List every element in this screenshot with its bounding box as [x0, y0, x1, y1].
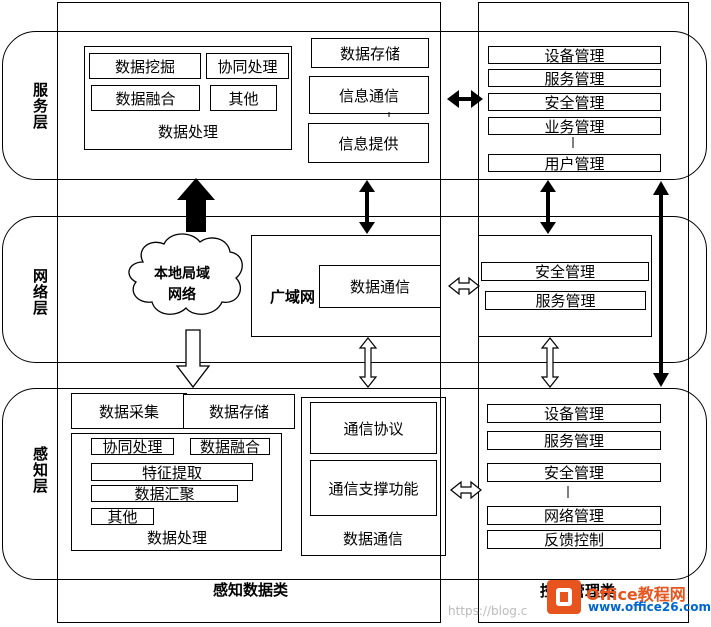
- hollow-double-arrow-horizontal-perception: [450, 480, 482, 500]
- wan-label: 广域网: [270, 288, 316, 306]
- perception-data-fusion-box: 数据融合: [190, 438, 270, 456]
- thick-up-arrow: [177, 178, 215, 232]
- service-layer-label: 服务层: [31, 82, 49, 130]
- network-data-comm-box: 数据通信: [319, 265, 441, 308]
- perception-mgmt-item-0: 设备管理: [487, 404, 661, 423]
- perception-comm-group: [301, 397, 446, 556]
- perception-data-processing-group: [71, 433, 282, 551]
- perception-layer-label: 感知层: [31, 446, 49, 494]
- service-mgmt-item-0: 设备管理: [488, 46, 661, 65]
- hollow-double-arrow-horizontal-network: [448, 276, 480, 296]
- double-arrow-service-network-right: [540, 180, 556, 234]
- perception-data-column-label: 感知数据类: [213, 581, 289, 599]
- hollow-double-arrow-network-perception-right: [540, 337, 560, 388]
- info-comm-box: 信息通信: [309, 76, 429, 114]
- data-mining-box: 数据挖掘: [89, 53, 201, 79]
- perception-mgmt-item-4: 反馈控制: [487, 530, 661, 549]
- local-network-label-line1: 本地局域网络: [153, 264, 211, 306]
- data-storage-box: 数据存储: [311, 38, 429, 68]
- service-layer-band: [2, 31, 707, 180]
- long-double-arrow-right: [653, 181, 669, 387]
- perception-data-comm-label: 数据通信: [343, 530, 404, 548]
- info-provide-box: 信息提供: [308, 123, 429, 163]
- feature-extract-box: 特征提取: [91, 463, 253, 482]
- comm-protocol-box: 通信协议: [310, 402, 437, 454]
- data-processing-label: 数据处理: [158, 123, 219, 141]
- double-arrow-horizontal-service: [447, 90, 483, 108]
- local-network-label: 本地局域网络: [154, 266, 210, 303]
- perception-other-box: 其他: [91, 508, 154, 526]
- hollow-double-arrow-network-perception-left: [358, 337, 378, 388]
- service-mgmt-item-4: 用户管理: [488, 154, 661, 173]
- perception-mgmt-item-2: 安全管理: [487, 463, 661, 482]
- service-mgmt-item-3: 业务管理: [488, 117, 661, 136]
- service-mgmt-item-2: 安全管理: [488, 93, 661, 112]
- watermark-url: www.office26.com: [588, 600, 711, 614]
- data-aggregate-box: 数据汇聚: [91, 485, 238, 503]
- perception-mgmt-item-3: 网络管理: [487, 506, 661, 525]
- watermark-blog: https://blog.c: [448, 604, 528, 618]
- office-logo-icon: [547, 580, 581, 614]
- network-mgmt-item-0: 安全管理: [481, 262, 649, 281]
- network-mgmt-item-1: 服务管理: [485, 291, 646, 310]
- network-layer-label: 网络层: [31, 268, 49, 316]
- perception-collab-process-box: 协同处理: [91, 438, 174, 456]
- double-arrow-service-network-left: [359, 180, 375, 234]
- perception-data-processing-label: 数据处理: [147, 529, 208, 547]
- watermark-brand: Office教程网: [586, 585, 686, 604]
- service-data-processing-group: [84, 46, 292, 150]
- other-box: 其他: [210, 85, 277, 111]
- perception-layer-band: [2, 388, 707, 580]
- hollow-down-arrow: [175, 329, 211, 389]
- data-fusion-box: 数据融合: [91, 85, 200, 111]
- local-network-cloud: [128, 233, 243, 315]
- collab-process-box: 协同处理: [206, 53, 289, 79]
- perception-mgmt-item-1: 服务管理: [487, 431, 661, 450]
- network-layer-band: [2, 216, 707, 363]
- perception-data-storage-box: 数据存储: [183, 394, 295, 429]
- comm-support-box: 通信支撑功能: [310, 460, 437, 516]
- service-mgmt-item-1: 服务管理: [488, 69, 661, 88]
